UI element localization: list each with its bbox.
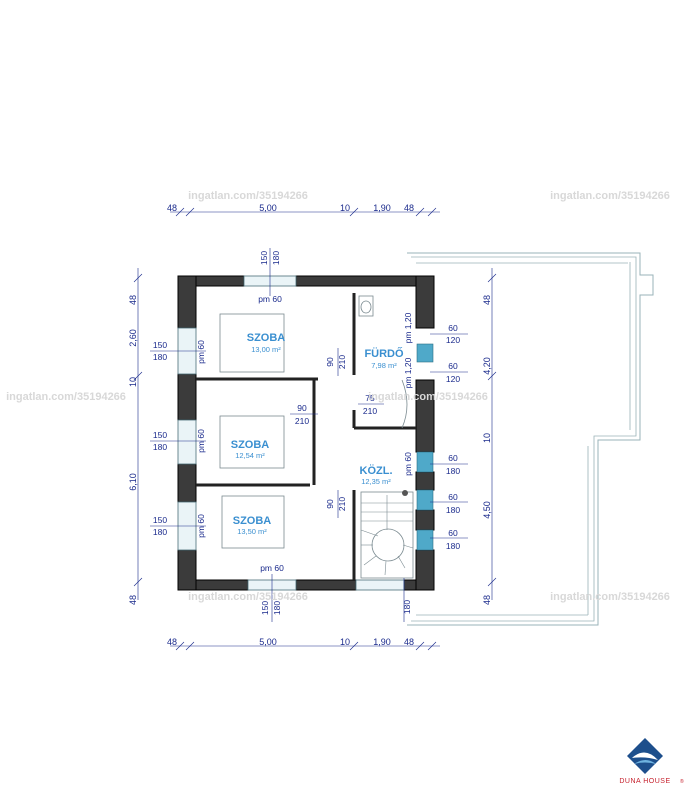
dim-label: 10	[340, 637, 350, 647]
dim-label: 5,00	[259, 203, 277, 213]
watermark-text: ingatlan.com/35194266	[550, 591, 670, 603]
opening-label: pm 60	[258, 294, 282, 304]
opening-label: 180	[271, 251, 281, 265]
dim-label: 10	[340, 203, 350, 213]
opening-label: 90	[297, 403, 307, 413]
dimension-bottom: 48 5,00 10 1,90 48	[167, 637, 440, 651]
room-name: SZOBA	[247, 332, 286, 344]
room-labels: SZOBA 13,00 m² FÜRDŐ 7,98 m² SZOBA 12,54…	[231, 332, 404, 536]
opening-label: pm 1,20	[403, 357, 413, 388]
opening-label: 180	[446, 466, 460, 476]
opening-label: 150	[260, 601, 270, 615]
room-area: 13,50 m²	[237, 527, 267, 536]
dim-label: 6,10	[128, 473, 138, 491]
opening-label: 150	[153, 340, 167, 350]
watermark-text: ingatlan.com/35194266	[188, 591, 308, 603]
logo-brand: DUNA HOUSE	[619, 778, 670, 785]
opening-label: 180	[446, 505, 460, 515]
opening-label: 180	[153, 527, 167, 537]
opening-label: 90	[325, 357, 335, 367]
opening-label: 120	[446, 335, 460, 345]
opening-label: 180	[272, 601, 282, 615]
opening-label: 75	[365, 393, 375, 403]
dim-label: 2,60	[128, 329, 138, 347]
stair-post	[402, 490, 408, 496]
opening-label: 150	[259, 251, 269, 265]
opening-labels-doors: 90 210 90 210 75 210 90 210	[290, 348, 384, 518]
room-area: 7,98 m²	[371, 361, 397, 370]
dim-label: 48	[128, 595, 138, 605]
terrace	[407, 252, 654, 626]
dim-label: 48	[482, 595, 492, 605]
dim-label: 48	[167, 203, 177, 213]
opening-label: 60	[448, 492, 458, 502]
opening-label: 60	[448, 453, 458, 463]
windows	[177, 275, 434, 591]
watermark-text: ingatlan.com/35194266	[368, 391, 488, 403]
opening-label: 180	[153, 442, 167, 452]
opening-label: 150	[153, 430, 167, 440]
dim-label: 48	[167, 637, 177, 647]
room-name: SZOBA	[233, 515, 272, 527]
room-name: FÜRDŐ	[364, 347, 404, 360]
dimension-right: 48 4,20 10 4,50 48	[482, 268, 497, 605]
opening-label: 120	[446, 374, 460, 384]
watermark-text: ingatlan.com/35194266	[6, 391, 126, 403]
duna-house-logo: DUNA HOUSE ®	[619, 738, 684, 785]
dim-label: 5,00	[259, 637, 277, 647]
room-area: 13,00 m²	[251, 345, 281, 354]
watermarks: ingatlan.com/35194266 ingatlan.com/35194…	[6, 190, 670, 603]
opening-label: 210	[337, 355, 347, 369]
interior-walls	[196, 293, 416, 580]
dim-label: 4,50	[482, 501, 492, 519]
room-name: KÖZL.	[360, 464, 393, 477]
opening-labels-left: 150 180 pm 60 150 180 pm 60 150 180 pm 6…	[150, 340, 206, 538]
exterior-walls	[177, 275, 435, 591]
opening-label: 60	[448, 528, 458, 538]
dim-label: 48	[404, 203, 414, 213]
opening-labels-vertical: 150 180 pm 60 150 180 pm 60 180	[258, 248, 412, 622]
opening-label: 210	[295, 416, 309, 426]
watermark-text: ingatlan.com/35194266	[188, 190, 308, 202]
opening-label: pm 60	[196, 429, 206, 453]
dim-label: 48	[482, 295, 492, 305]
staircase	[360, 495, 414, 576]
opening-label: 150	[153, 515, 167, 525]
dimension-left: 48 2,60 10 6,10 48	[128, 268, 143, 605]
room-area: 12,35 m²	[361, 477, 391, 486]
opening-label: 210	[337, 497, 347, 511]
opening-label: pm 60	[403, 452, 413, 476]
watermark-text: ingatlan.com/35194266	[550, 190, 670, 202]
dim-label: 10	[482, 433, 492, 443]
opening-label: 180	[153, 352, 167, 362]
dim-label: 1,90	[373, 637, 391, 647]
room-area: 12,54 m²	[235, 451, 265, 460]
opening-label: 60	[448, 323, 458, 333]
opening-label: 90	[325, 499, 335, 509]
opening-label: 180	[446, 541, 460, 551]
opening-label: 60	[448, 361, 458, 371]
logo-registered: ®	[680, 778, 684, 785]
opening-label: 210	[363, 406, 377, 416]
opening-label: pm 60	[260, 563, 284, 573]
dimension-top: 48 5,00 10 1,90 48	[167, 203, 440, 217]
dim-label: 48	[128, 295, 138, 305]
dim-label: 48	[404, 637, 414, 647]
opening-label: pm 1,20	[403, 312, 413, 343]
room-name: SZOBA	[231, 439, 270, 451]
opening-label: pm 60	[196, 340, 206, 364]
opening-labels-right: pm 1,20 60 120 pm 1,20 60 120 pm 60 60 1…	[403, 312, 468, 551]
opening-label: 180	[402, 600, 412, 614]
opening-label: pm 60	[196, 514, 206, 538]
dim-label: 4,20	[482, 357, 492, 375]
dim-label: 1,90	[373, 203, 391, 213]
dim-label: 10	[128, 377, 138, 387]
